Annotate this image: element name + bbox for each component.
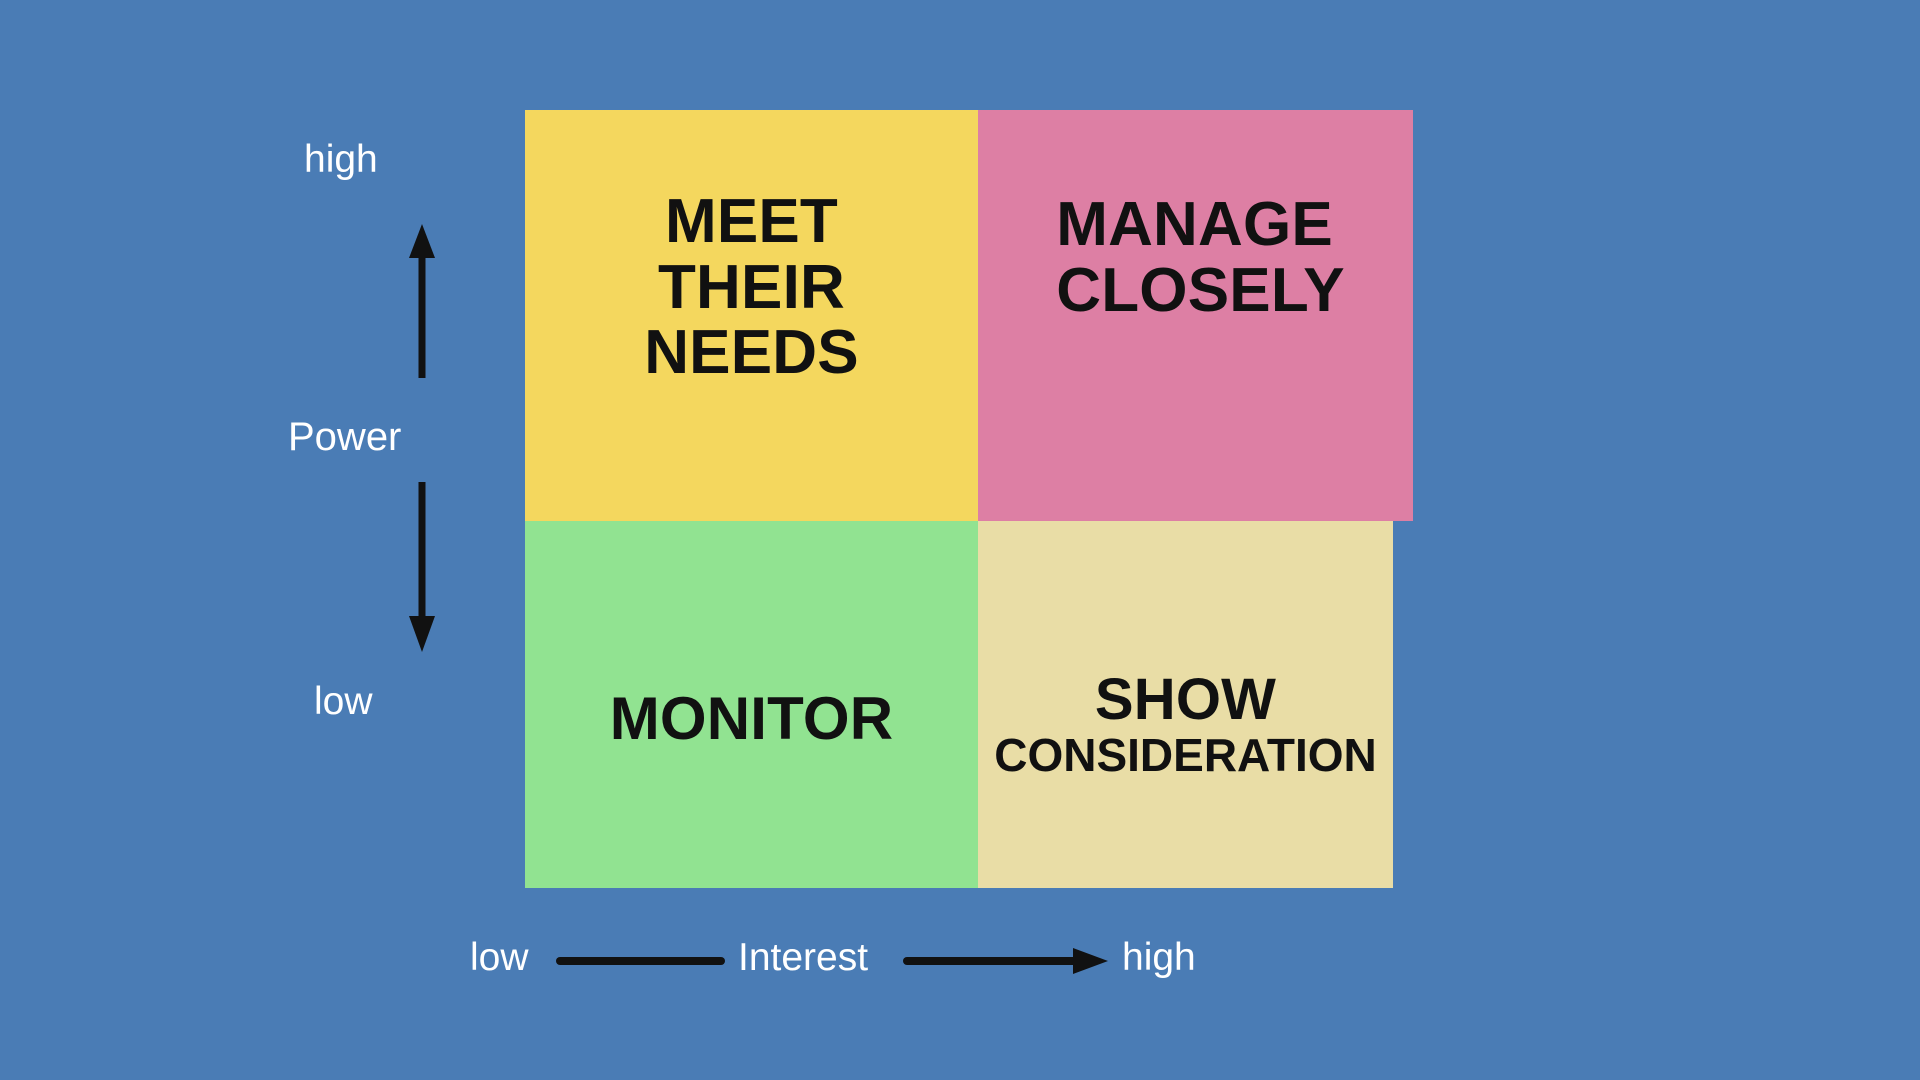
quadrant-label-line: CONSIDERATION [994, 728, 1377, 781]
arrow-down-icon [409, 480, 435, 655]
quadrant-label-line: NEEDS [644, 318, 859, 388]
quadrant-label-line: MONITOR [609, 684, 894, 752]
power-axis-title: Power [288, 415, 402, 459]
power-axis: high Power low [270, 110, 510, 890]
quadrant-monitor[interactable]: MONITOR [525, 521, 978, 888]
interest-axis-high-label: high [1122, 936, 1196, 979]
quadrant-label-stack: MEET THEIR NEEDS [644, 189, 859, 386]
quadrant-label-stack: MANAGE CLOSELY [1046, 192, 1345, 323]
power-axis-high-label: high [304, 138, 378, 181]
quadrant-show-consideration[interactable]: SHOW CONSIDERATION [978, 521, 1393, 888]
quadrant-label-line: MANAGE [1056, 189, 1333, 259]
quadrant-meet-their-needs[interactable]: MEET THEIR NEEDS [525, 110, 978, 521]
quadrant-label-line: SHOW [1094, 667, 1277, 733]
quadrant-label-line: CLOSELY [1056, 255, 1345, 325]
line-segment-icon [556, 954, 725, 968]
power-axis-low-label: low [314, 680, 373, 723]
interest-axis-title: Interest [738, 936, 869, 979]
quadrant-manage-closely[interactable]: MANAGE CLOSELY [978, 110, 1413, 521]
arrow-right-icon [903, 948, 1110, 974]
quadrant-label-stack: MONITOR [610, 687, 894, 751]
quadrant-label-line: THEIR [657, 252, 845, 322]
interest-axis: low Interest high [470, 920, 1470, 1000]
quadrant-label-stack: SHOW CONSIDERATION [994, 669, 1377, 779]
arrow-up-icon [409, 220, 435, 380]
matrix-grid: MEET THEIR NEEDS MANAGE CLOSELY MONITOR … [525, 110, 1413, 888]
interest-axis-low-label: low [470, 936, 529, 979]
quadrant-label-line: MEET [664, 186, 838, 256]
